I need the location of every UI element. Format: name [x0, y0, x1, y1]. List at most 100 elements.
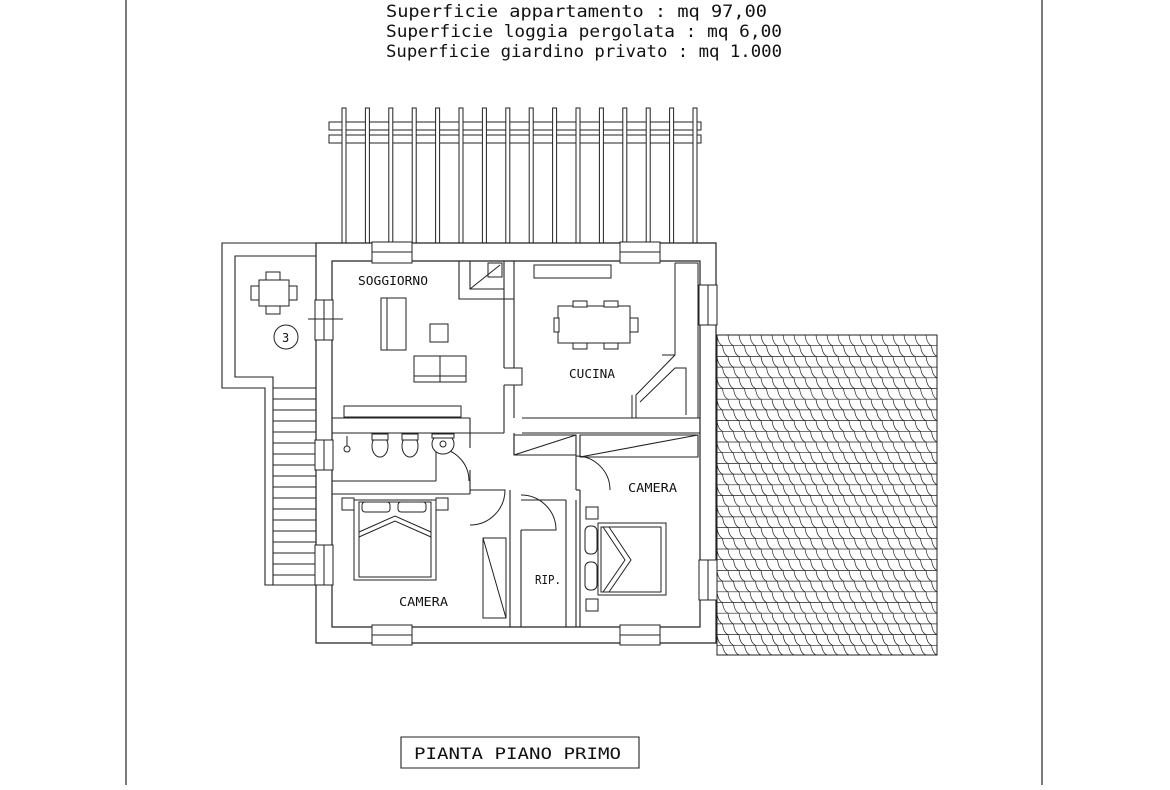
tile-curve: [794, 570, 800, 581]
tile-curve: [899, 453, 905, 464]
tile-curve: [761, 635, 767, 646]
tile-curve: [866, 410, 872, 421]
tile-curve: [910, 389, 916, 400]
tile-curve: [932, 645, 938, 655]
tile-curve: [794, 356, 800, 367]
tile-curve: [723, 645, 729, 655]
tile-curve: [816, 592, 822, 603]
tile-curve: [734, 346, 740, 357]
tile-curve: [723, 560, 729, 571]
tile-curve: [778, 624, 784, 635]
tile-curve: [877, 367, 883, 378]
tile-curve: [899, 410, 905, 421]
tile-curve: [904, 485, 910, 496]
tile-curve: [910, 538, 916, 549]
tile-curve: [833, 560, 839, 571]
tile-curve: [932, 367, 938, 378]
tile-curve: [800, 517, 806, 528]
tile-curve: [739, 528, 745, 539]
tile-curve: [772, 570, 778, 581]
tile-curve: [877, 453, 883, 464]
tile-curve: [822, 538, 828, 549]
tile-curve: [789, 560, 795, 571]
tile-curve: [761, 528, 767, 539]
tile-curve: [811, 474, 817, 485]
tile-curve: [838, 463, 844, 474]
tile-curve: [860, 485, 866, 496]
tile-curve: [844, 346, 850, 357]
tile-curve: [805, 399, 811, 410]
tile-curve: [734, 560, 740, 571]
tile-curve: [877, 581, 883, 592]
tile-curve: [921, 474, 927, 485]
tile-curve: [926, 463, 932, 474]
room-labels: SOGGIORNO CUCINA CAMERA CAMERA RIP.: [358, 274, 678, 609]
tile-curve: [866, 496, 872, 507]
tile-curve: [723, 581, 729, 592]
tile-curve: [888, 346, 894, 357]
tile-curve: [910, 410, 916, 421]
kitchen-furniture: [534, 263, 698, 418]
tile-curve: [893, 399, 899, 410]
tile-curve: [750, 378, 756, 389]
tile-curve: [761, 399, 767, 410]
tile-curve: [734, 517, 740, 528]
tile-curve: [728, 463, 734, 474]
tile-curve: [794, 592, 800, 603]
tile-curve: [772, 549, 778, 560]
tile-curve: [849, 528, 855, 539]
tile-curve: [767, 538, 773, 549]
tile-curve: [739, 549, 745, 560]
terrace-marker-circle: [274, 325, 298, 349]
tile-curve: [910, 496, 916, 507]
tile-curve: [734, 453, 740, 464]
tile-curve: [800, 624, 806, 635]
tile-curve: [904, 506, 910, 517]
tile-curve: [734, 496, 740, 507]
tile-curve: [904, 421, 910, 432]
tile-curve: [734, 389, 740, 400]
tile-curve: [849, 485, 855, 496]
tile-curve: [761, 378, 767, 389]
tile-curve: [882, 463, 888, 474]
tile-curve: [844, 560, 850, 571]
tile-curve: [794, 421, 800, 432]
tile-curve: [855, 410, 861, 421]
pergola-beam: [436, 108, 440, 243]
tile-curve: [910, 453, 916, 464]
tile-curve: [800, 389, 806, 400]
tile-curve: [822, 389, 828, 400]
tile-curve: [728, 592, 734, 603]
tile-curve: [926, 592, 932, 603]
tile-curve: [816, 570, 822, 581]
tile-curve: [899, 560, 905, 571]
tile-curve: [932, 517, 938, 528]
tile-curve: [789, 603, 795, 614]
tile-curve: [904, 335, 910, 346]
tile-curve: [904, 613, 910, 624]
tile-curve: [750, 485, 756, 496]
tile-curve: [844, 624, 850, 635]
tile-curve: [915, 506, 921, 517]
tile-curve: [805, 485, 811, 496]
tile-curve: [893, 378, 899, 389]
tile-curve: [926, 613, 932, 624]
tile-curve: [910, 474, 916, 485]
tile-curve: [910, 346, 916, 357]
tile-curve: [915, 356, 921, 367]
tile-curve: [888, 603, 894, 614]
tile-curve: [811, 431, 817, 442]
tile-curve: [723, 474, 729, 485]
tile-curve: [778, 367, 784, 378]
tile-curve: [739, 442, 745, 453]
tile-curve: [789, 517, 795, 528]
tile-curve: [789, 367, 795, 378]
tile-curve: [816, 335, 822, 346]
tile-curve: [860, 613, 866, 624]
tile-curve: [734, 474, 740, 485]
tile-curve: [921, 581, 927, 592]
tile-curve: [827, 421, 833, 432]
tile-curve: [855, 517, 861, 528]
tile-curve: [794, 635, 800, 646]
